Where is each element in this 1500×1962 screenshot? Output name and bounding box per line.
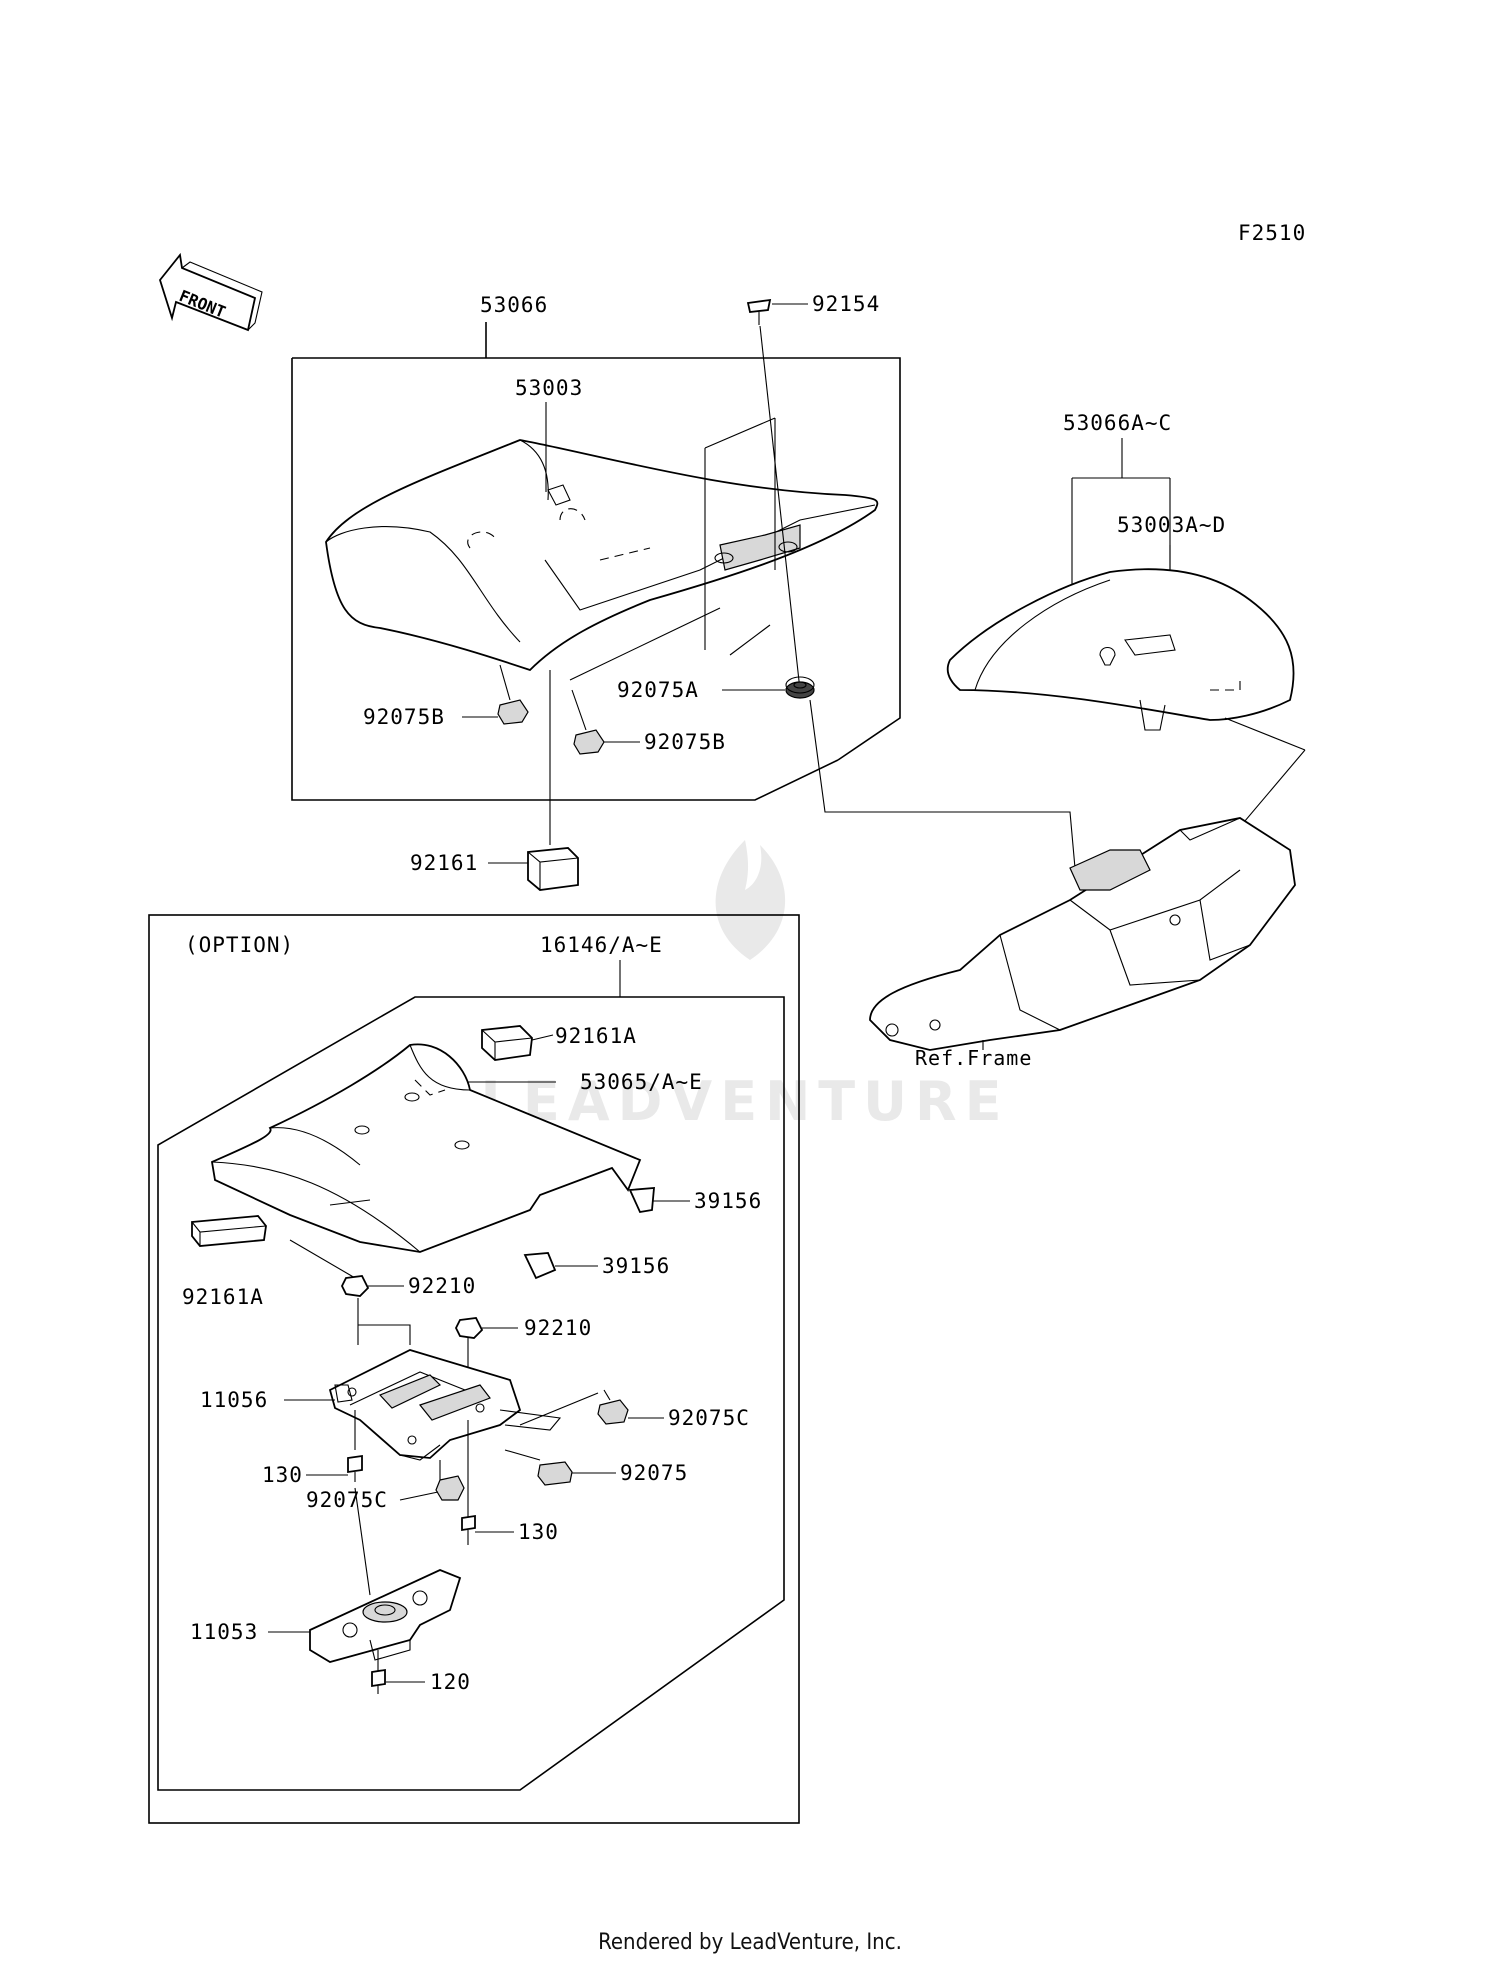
option-group: (OPTION) 16146/A~E 92161A 53065/A~E xyxy=(148,914,800,1824)
callout-53003: 53003 xyxy=(515,376,583,400)
callout-92161: 92161 xyxy=(410,851,478,875)
footer-credit: Rendered by LeadVenture, Inc. xyxy=(598,1930,902,1955)
option-label: (OPTION) xyxy=(185,933,294,957)
callout-92154: 92154 xyxy=(812,292,880,316)
plate-11053 xyxy=(309,1569,462,1663)
grommet-92075A xyxy=(785,676,815,699)
callout-92075C-right: 92075C xyxy=(668,1406,750,1430)
callout-92075B-left: 92075B xyxy=(363,705,445,729)
callout-92210-left: 92210 xyxy=(408,1274,476,1298)
callout-53066: 53066 xyxy=(480,293,548,317)
clip-39156-upper xyxy=(628,1187,655,1214)
nut-92210-left xyxy=(340,1275,370,1297)
callout-53003AD: 53003A~D xyxy=(1117,513,1226,537)
callout-ref-frame: Ref.Frame xyxy=(915,1046,1032,1070)
callout-39156-upper: 39156 xyxy=(694,1189,762,1213)
callout-92075: 92075 xyxy=(620,1461,688,1485)
watermark-flame-icon xyxy=(715,840,786,960)
callout-92161A-top: 92161A xyxy=(555,1024,637,1048)
front-arrow-icon: FRONT xyxy=(158,252,263,332)
damper-92075B-right xyxy=(573,729,605,755)
pad-92075 xyxy=(537,1461,573,1486)
callout-92075A: 92075A xyxy=(617,678,699,702)
callout-130-left: 130 xyxy=(262,1463,303,1487)
damper-92075B-left xyxy=(497,699,529,725)
callout-92075B-right: 92075B xyxy=(644,730,726,754)
callout-92161A-left: 92161A xyxy=(182,1285,264,1309)
callout-53066AC: 53066A~C xyxy=(1063,411,1172,435)
callout-11053: 11053 xyxy=(190,1620,258,1644)
callout-130-right: 130 xyxy=(518,1520,559,1544)
watermark-text: LEADVENTURE xyxy=(481,1070,1010,1133)
rear-seat-cover xyxy=(946,568,1295,731)
seat-cowl xyxy=(210,1043,642,1253)
clip-39156-lower xyxy=(523,1252,557,1280)
damper-92075C-left xyxy=(435,1475,465,1501)
watermark: LEADVENTURE xyxy=(481,840,1010,1133)
bolt-92154 xyxy=(746,298,772,325)
pad-92161A-top xyxy=(481,1025,533,1061)
screw-130-right xyxy=(461,1514,476,1545)
callout-53065: 53065/A~E xyxy=(580,1070,703,1094)
option-box xyxy=(148,914,800,1824)
rear-seat-group: 53066A~C 53003A~D xyxy=(809,411,1306,1070)
screw-120 xyxy=(371,1668,386,1694)
nut-92210-right xyxy=(454,1317,484,1339)
pad-92161 xyxy=(527,847,579,891)
callout-11056: 11056 xyxy=(200,1388,268,1412)
callout-39156-lower: 39156 xyxy=(602,1254,670,1278)
damper-92075C-right xyxy=(597,1389,629,1425)
bracket-11056 xyxy=(328,1349,562,1461)
figure-code: F2510 xyxy=(1238,221,1306,245)
screw-130-left xyxy=(347,1454,363,1482)
front-seat xyxy=(325,439,879,672)
callout-16146: 16146/A~E xyxy=(540,933,663,957)
rear-frame xyxy=(869,817,1296,1051)
callout-92210-right: 92210 xyxy=(524,1316,592,1340)
pad-92161A-left xyxy=(191,1215,267,1247)
callout-92075C-left: 92075C xyxy=(306,1488,388,1512)
callout-120: 120 xyxy=(430,1670,471,1694)
main-seat-group: 53003 53066 92154 92075A 92075B xyxy=(291,292,901,891)
